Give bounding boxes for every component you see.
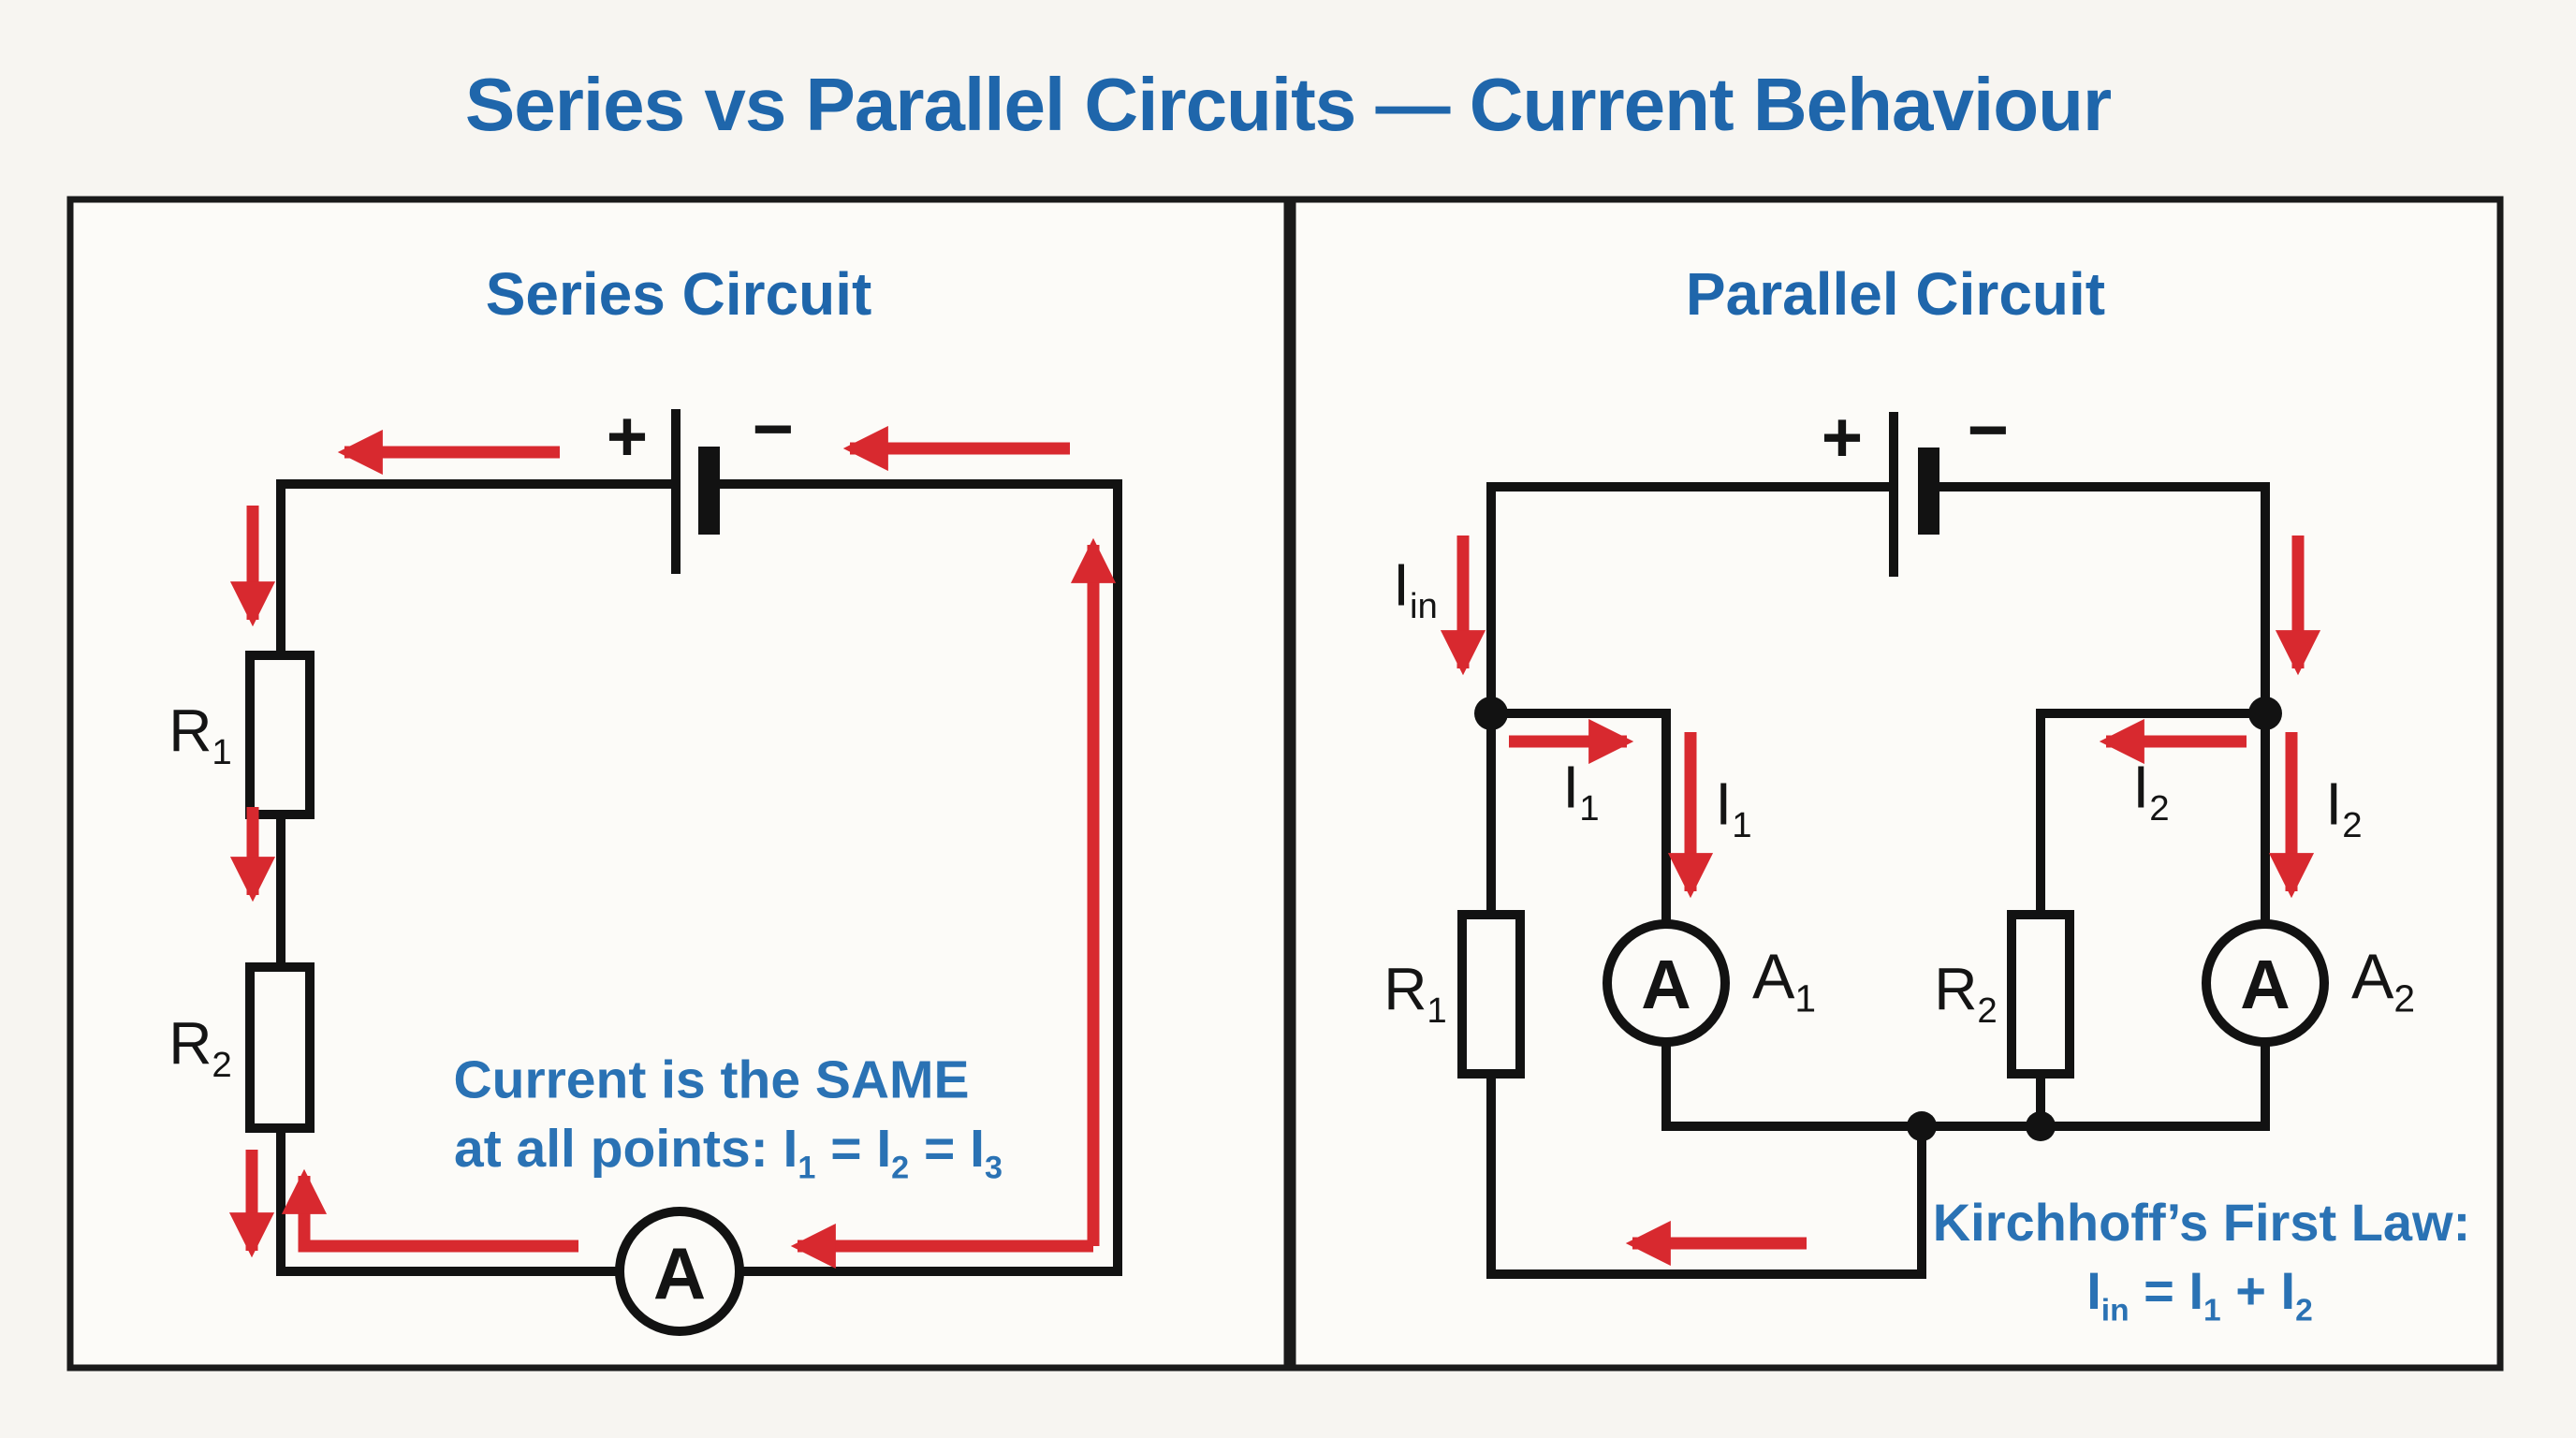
parallel-i1-branch-label: I1	[1715, 770, 1752, 846]
parallel-resistor-r1-label: R1	[1383, 955, 1447, 1032]
parallel-resistor-r1	[1457, 910, 1525, 1078]
parallel-iin-label: Iin	[1393, 550, 1438, 627]
parallel-current-arrows	[1440, 536, 2321, 1267]
parallel-i2-flow-label: I2	[2132, 753, 2170, 829]
series-battery-minus-sign: −	[752, 389, 795, 469]
series-circuit	[228, 409, 1122, 1336]
series-battery	[671, 409, 720, 574]
parallel-i1-flow-label: I1	[1562, 753, 1600, 829]
parallel-resistor-r2-label: R2	[1934, 955, 1998, 1032]
parallel-ammeter-a2-label: A2	[2350, 940, 2416, 1020]
series-resistor-r2-label: R2	[168, 1009, 232, 1086]
parallel-resistor-r2	[2007, 910, 2074, 1078]
series-caption-line2: at all points: I1 = I2 = I3	[454, 1119, 1003, 1186]
parallel-ammeter-a1-letter: A	[1641, 946, 1691, 1023]
parallel-junction-dots	[1474, 697, 2282, 1141]
series-caption-line1: Current is the SAME	[453, 1049, 970, 1110]
series-battery-plus-sign: +	[606, 397, 649, 477]
series-resistor-r1-label: R1	[168, 697, 232, 773]
parallel-law-line1: Kirchhoff’s First Law:	[1932, 1193, 2471, 1252]
series-resistor-r1	[245, 651, 315, 819]
parallel-heading: Parallel Circuit	[1685, 260, 2106, 328]
series-current-arrows	[228, 425, 1117, 1269]
parallel-i2-branch-label: I2	[2325, 770, 2363, 846]
series-wires	[276, 479, 1122, 1276]
parallel-ammeter-a1	[1603, 919, 1730, 1047]
series-heading: Series Circuit	[485, 260, 872, 328]
series-ammeter-letter: A	[652, 1232, 707, 1314]
series-ammeter	[615, 1207, 744, 1336]
parallel-battery-plus-sign: +	[1821, 398, 1864, 477]
page-title: Series vs Parallel Circuits — Current Be…	[464, 63, 2112, 146]
parallel-ammeter-a2-letter: A	[2240, 946, 2291, 1023]
parallel-circuit	[1440, 412, 2329, 1279]
series-resistor-r2	[245, 962, 315, 1133]
parallel-law-line2: Iin = I1 + I2	[2086, 1261, 2313, 1328]
parallel-ammeter-a1-label: A1	[1751, 940, 1817, 1020]
parallel-wires	[1486, 482, 2270, 1279]
parallel-battery-minus-sign: −	[1967, 390, 2010, 470]
parallel-battery	[1889, 412, 1939, 577]
parallel-ammeter-a2	[2202, 919, 2329, 1047]
